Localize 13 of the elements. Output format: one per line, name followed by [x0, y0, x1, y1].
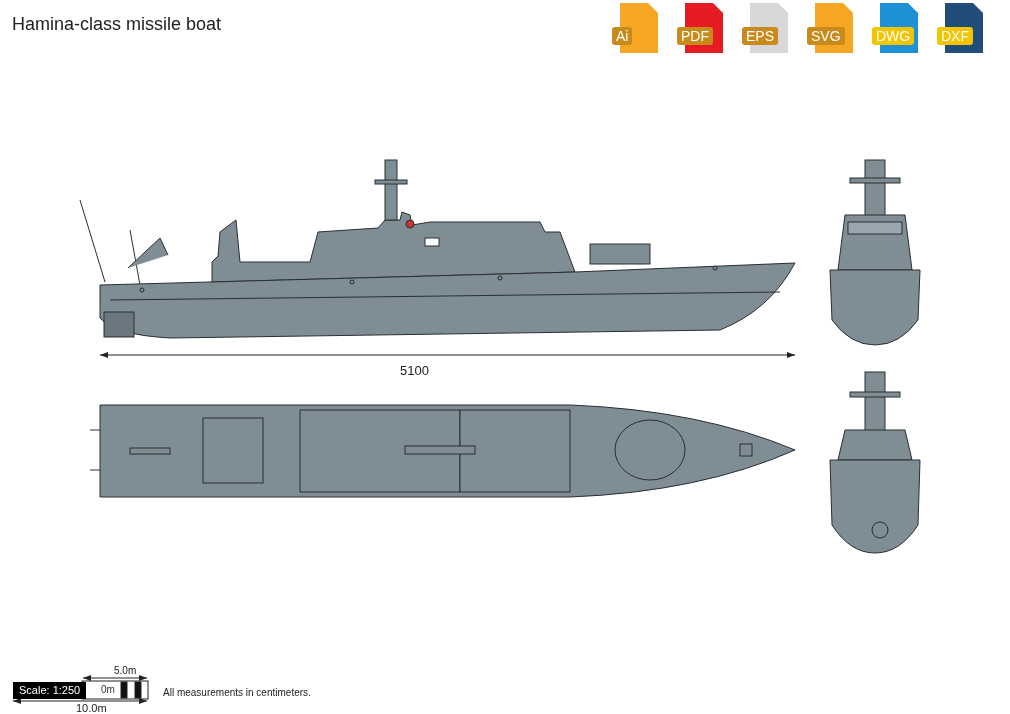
file-format-label: EPS: [742, 27, 778, 45]
title: Hamina-class missile boat: [12, 15, 222, 33]
file-format-label: PDF: [677, 27, 713, 45]
scale-value: 0m: [101, 685, 115, 695]
scale-value: 5.0m: [114, 666, 137, 676]
scale-value: 10.0m: [76, 703, 107, 714]
dimension-value: 5100: [400, 364, 429, 377]
file-format-label: SVG: [807, 27, 845, 45]
note: All measurements in centimeters.: [163, 688, 311, 698]
file-format-label: Ai: [612, 27, 633, 45]
file-format-label: DXF: [937, 27, 973, 45]
scale-label: Scale: 1:250: [13, 682, 87, 699]
file-format-label: DWG: [872, 27, 915, 45]
